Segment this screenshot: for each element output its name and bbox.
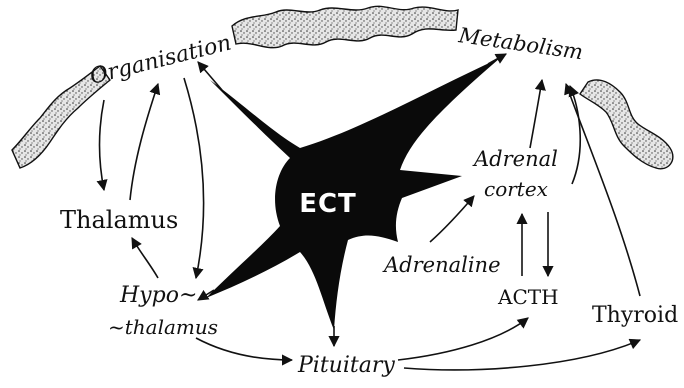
cortex-band-top — [232, 6, 458, 47]
arrow-ect-organisation — [198, 62, 222, 90]
adrenal-cortex-label-line1: Adrenal — [472, 147, 558, 171]
arrow-adrenaline-adrenal — [430, 196, 474, 242]
adrenaline-label: Adrenaline — [382, 253, 501, 277]
arrow-ect-metabolism — [488, 54, 506, 64]
hypothalamus-label-line2: ~thalamus — [108, 315, 218, 339]
adrenal-cortex-label-line2: cortex — [484, 177, 548, 201]
arrow-hypothalamus-pituitary — [196, 338, 292, 360]
arrow-organisation-hypothalamus — [184, 78, 204, 278]
ect-label: ECT — [299, 189, 357, 219]
cortex-band-right — [580, 80, 673, 169]
metabolism-label: Metabolism — [456, 23, 584, 64]
organisation-label: Organisation — [87, 31, 233, 90]
pituitary-label: Pituitary — [297, 353, 395, 378]
arrow-organisation-thalamus — [100, 100, 105, 190]
thalamus-label: Thalamus — [60, 206, 178, 234]
acth-label: ACTH — [497, 285, 559, 309]
arrow-thalamus-organisation — [130, 84, 158, 200]
hypothalamus-label-line1: Hypo~ — [119, 283, 197, 308]
arrow-hypothalamus-thalamus — [132, 238, 158, 278]
thyroid-label: Thyroid — [592, 303, 678, 328]
arrow-pituitary-acth — [398, 318, 528, 360]
arrow-pituitary-thyroid — [404, 340, 640, 370]
arrow-adrenal-metabolism — [530, 80, 542, 148]
